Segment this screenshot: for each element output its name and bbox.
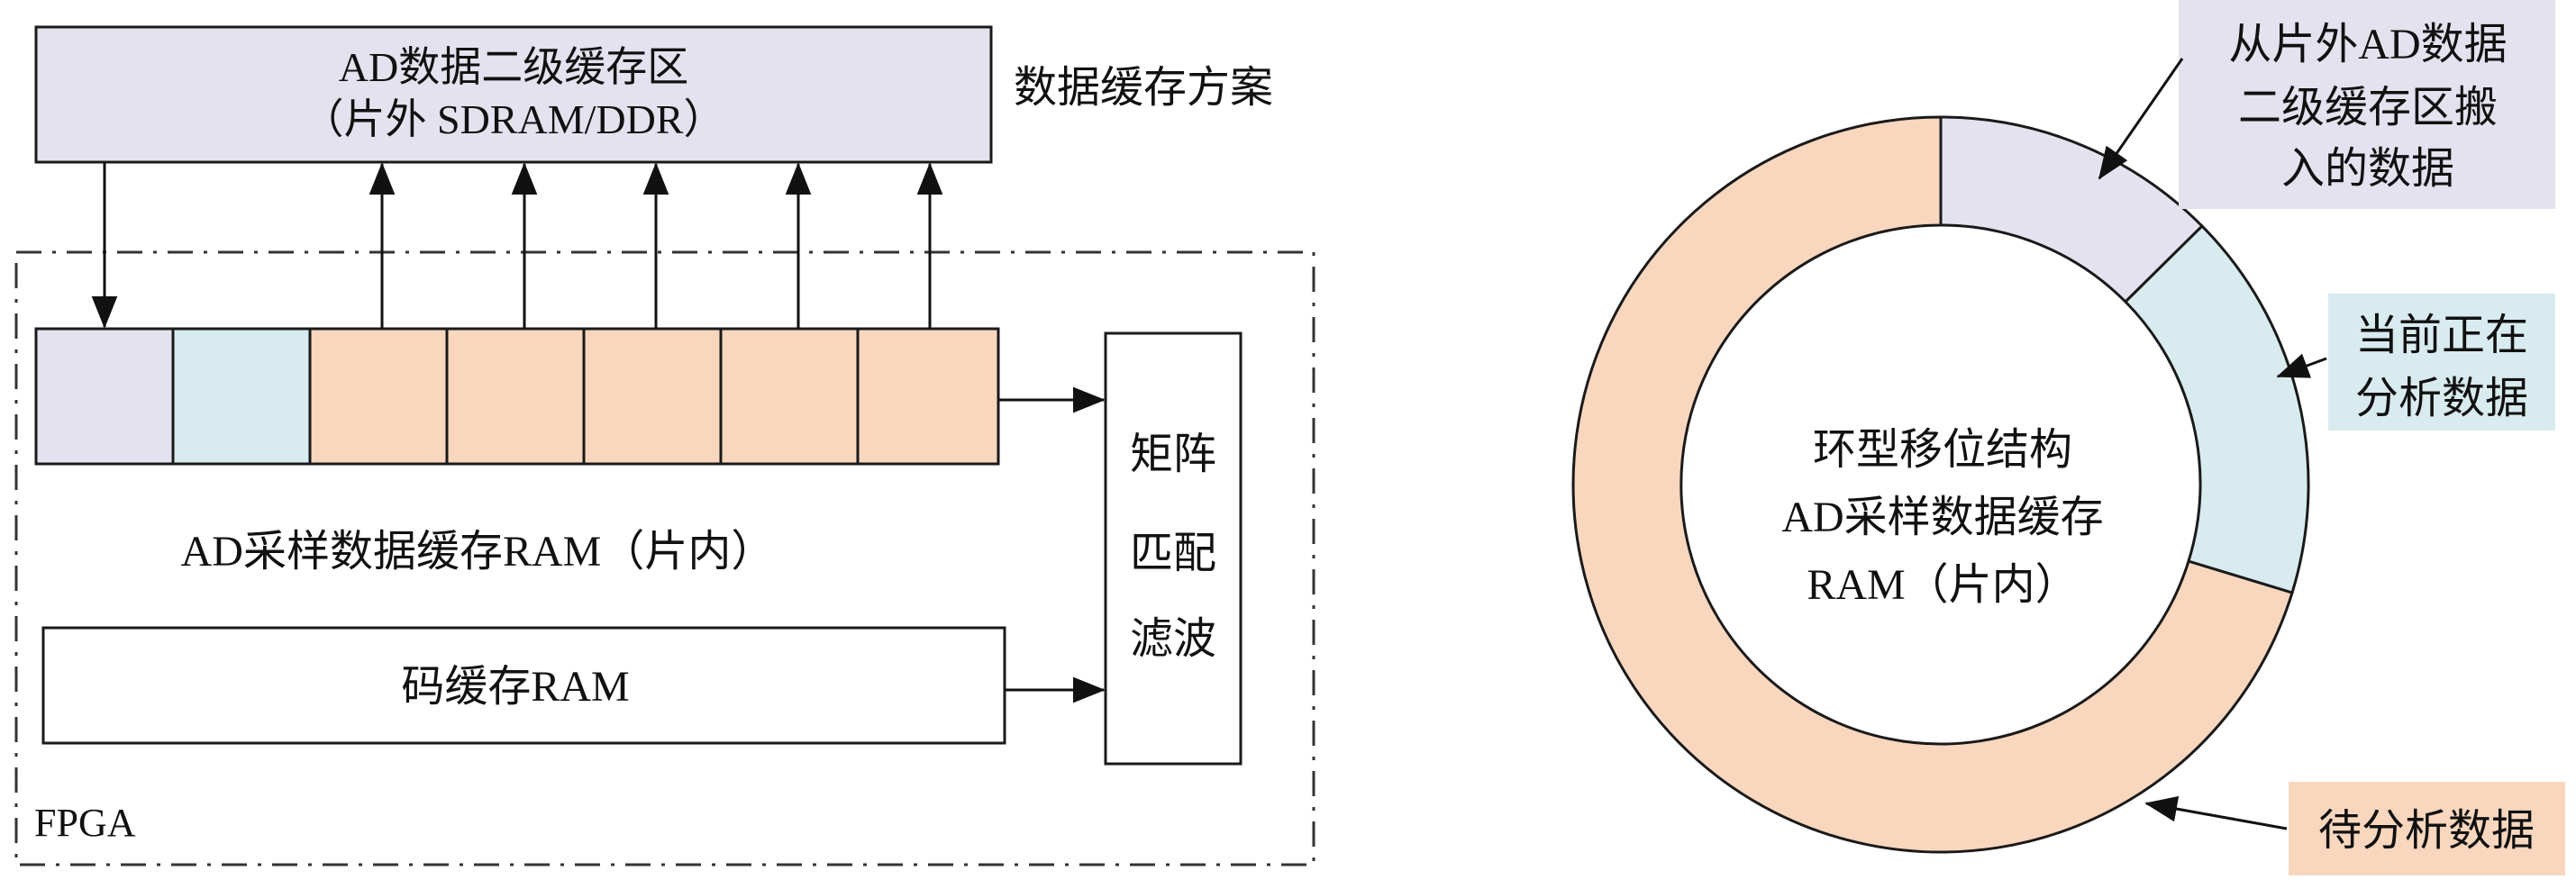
ad-ram-cell-3 [308,327,449,466]
ring-segment-current [2123,223,2310,594]
callout-current-line2: 分析数据 [2355,375,2528,422]
ad-ram-cell-5 [582,327,723,466]
ad-ram-cell-2 [171,327,312,466]
fpga-boundary [14,250,1315,866]
callout-loaded-bg [2179,0,2555,209]
ad-ram-label: AD采样数据缓存RAM（片内） [181,528,775,576]
matched-filter-line1: 矩阵 [1130,431,1216,478]
arrow-callout-loaded [2098,58,2184,180]
sdram-buffer-box [34,25,993,164]
matched-filter-line2: 匹配 [1130,530,1216,577]
matched-filter-line3: 滤波 [1130,615,1216,663]
ad-ram-row [34,327,1000,466]
callout-pending-bg [2289,782,2565,875]
arrow-callout-pending [2144,795,2288,830]
code-ram-box [41,626,1006,745]
callout-current-bg [2328,294,2555,431]
ad-ram-cell-7 [856,327,1000,466]
sdram-title-line2: （片外 SDRAM/DDR） [302,96,724,142]
callout-pending-label: 待分析数据 [2318,807,2535,855]
ad-ram-cell-6 [719,327,860,466]
code-ram-label: 码缓存RAM [401,663,629,711]
callout-loaded-line3: 入的数据 [2281,145,2454,193]
callout-loaded-line2: 二级缓存区搬 [2238,84,2498,132]
fpga-label: FPGA [34,801,136,845]
callout-loaded-line1: 从片外AD数据 [2228,21,2507,68]
ad-ram-cell-4 [445,327,586,466]
ring-segment-pending [1571,115,2294,854]
sdram-title-line1: AD数据二级缓存区 [339,44,688,90]
ring-buffer [1571,115,2310,854]
scheme-label: 数据缓存方案 [1014,64,1273,112]
ring-center-line2: AD采样数据缓存 [1781,494,2103,541]
matched-filter-box [1104,331,1242,766]
arrow-callout-current [2276,353,2327,378]
ring-center-line3: RAM（片内） [1807,561,2078,609]
callout-current-line1: 当前正在 [2355,312,2528,359]
ring-center-line1: 环型移位结构 [1813,426,2072,474]
ad-ram-cell-1 [34,327,175,466]
